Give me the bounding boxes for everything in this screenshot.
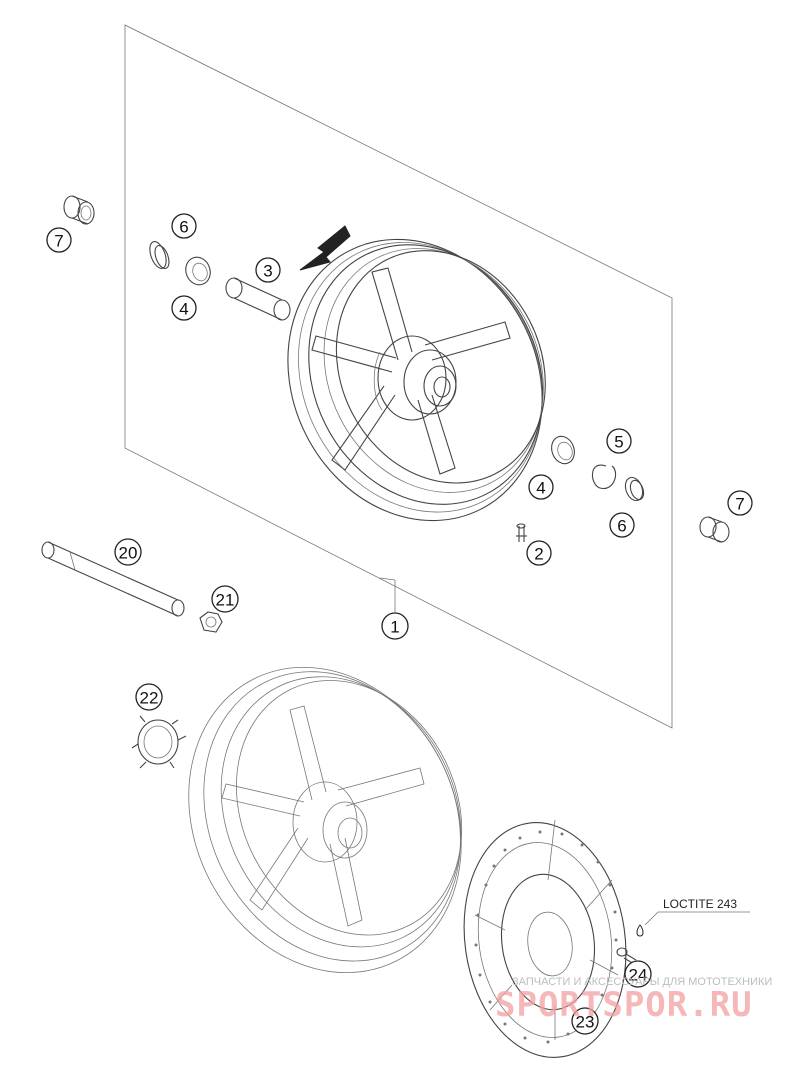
svg-text:6: 6 <box>179 218 188 237</box>
watermark-caption: ЗАПЧАСТИ И АКСЕССУАРЫ ДЛЯ МОТОТЕХНИКИ <box>512 976 772 988</box>
wheel-hub <box>373 335 457 421</box>
svg-text:4: 4 <box>536 479 545 498</box>
front-wheel-assembly <box>287 238 546 522</box>
callout-6-right: 6 <box>609 512 635 538</box>
svg-text:24: 24 <box>629 966 648 985</box>
callout-7-left: 7 <box>46 227 72 253</box>
callout-6-left: 6 <box>171 213 197 239</box>
bearing-right <box>551 435 575 465</box>
collar-nut <box>199 611 223 633</box>
speed-sensor-disc <box>131 715 187 769</box>
callout-23: 23 <box>571 1007 599 1035</box>
callout-1: 1 <box>381 612 409 640</box>
bearing-left <box>185 256 211 286</box>
callout-21: 21 <box>211 585 239 613</box>
callout-4-left: 4 <box>171 295 197 321</box>
callout-4-right: 4 <box>528 474 554 500</box>
svg-text:22: 22 <box>140 689 159 708</box>
axle-cap-right <box>699 516 730 543</box>
circlip <box>591 464 617 489</box>
callout-2: 2 <box>526 540 552 566</box>
callout-24: 24 <box>624 960 652 988</box>
wheel-spindle <box>41 541 185 617</box>
svg-text:2: 2 <box>534 545 543 564</box>
callout-3: 3 <box>255 257 281 283</box>
rotation-direction-arrow <box>299 225 351 271</box>
svg-text:7: 7 <box>54 232 63 251</box>
callout-20: 20 <box>114 538 142 566</box>
rim <box>188 666 463 974</box>
shaft-seal-left <box>149 241 170 270</box>
svg-text:23: 23 <box>576 1013 595 1032</box>
callout-5: 5 <box>606 428 632 454</box>
callout-7-right: 7 <box>727 490 753 516</box>
distance-sleeve <box>225 277 291 321</box>
leader-lines <box>379 577 396 612</box>
brake-disc <box>463 819 627 1058</box>
svg-text:6: 6 <box>617 517 626 536</box>
shaft-seal-right <box>624 476 645 502</box>
svg-text:3: 3 <box>263 262 272 281</box>
svg-text:21: 21 <box>216 591 235 610</box>
callout-22: 22 <box>135 683 163 711</box>
svg-text:20: 20 <box>119 544 138 563</box>
svg-text:1: 1 <box>390 618 399 637</box>
svg-text:5: 5 <box>614 433 623 452</box>
tire-valve <box>516 523 527 542</box>
assembly-plane <box>124 24 673 729</box>
loctite-drop-icon <box>636 924 644 937</box>
axle-cap-left <box>63 195 95 225</box>
svg-text:4: 4 <box>179 300 188 319</box>
loctite-note: LOCTITE 243 <box>663 897 737 911</box>
watermark-logo: SPORTSPOR.RU <box>495 985 753 1025</box>
svg-text:7: 7 <box>735 495 744 514</box>
